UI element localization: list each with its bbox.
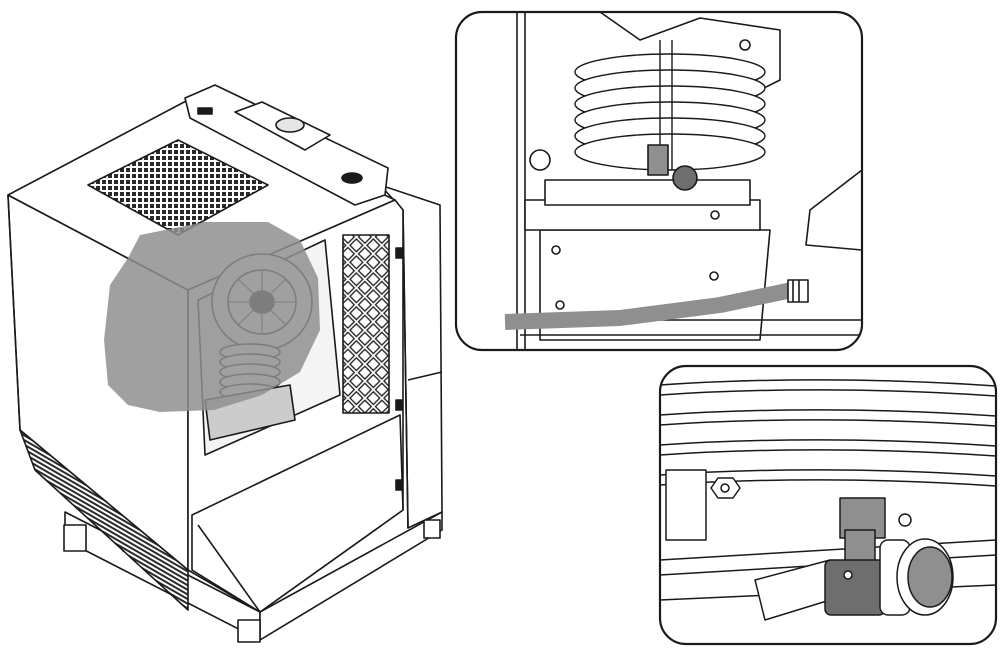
detail2-mounting-nut [710,477,741,499]
detail2-highlighted-drain-valve [824,497,954,616]
detail1-highlighted-drain-valve [647,144,698,191]
top-ventilation-mesh [87,139,269,236]
detail1-hose-end-fitting [787,279,809,303]
front-lower-access-panel [191,247,404,613]
front-vent-grill [342,234,390,414]
highlighted-motor-silhouette [104,222,320,412]
detail-view-drain-valve-closeup [658,364,998,646]
detail1-side-fitting [529,149,551,171]
detail1-partial-fan [805,169,862,251]
detail1-cooling-coil [574,40,766,171]
detail-view-coil-and-hose [454,10,864,352]
compressor-cabinet-main-view [7,84,443,643]
control-panel [184,84,389,206]
detail1-highlighted-drain-hose [504,282,794,330]
